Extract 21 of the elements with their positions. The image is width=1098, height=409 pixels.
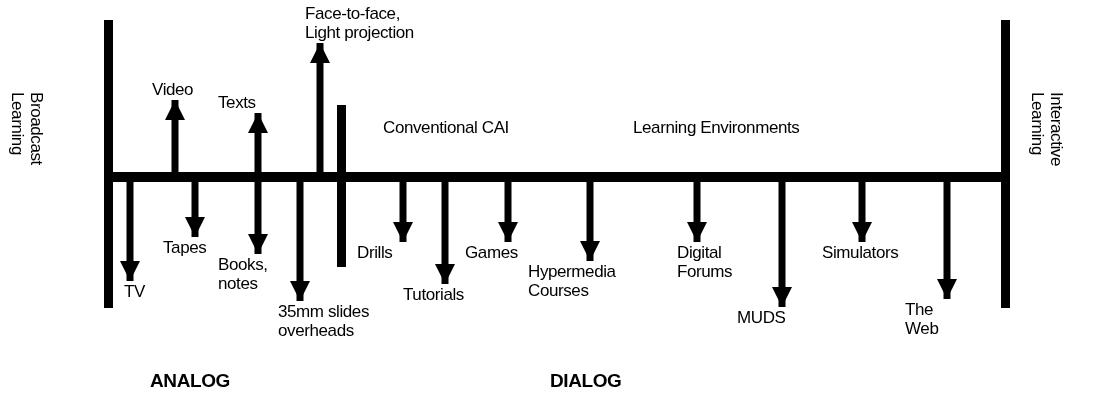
medium-label: 35mm slides overheads [278, 302, 378, 340]
pole-label: Broadcast Learning [8, 92, 46, 167]
category-label: Learning Environments [633, 118, 800, 137]
medium-label: Tutorials [403, 285, 478, 304]
medium-label: TV [124, 282, 159, 301]
medium-label: Tapes [163, 238, 213, 257]
medium-label: Drills [357, 243, 407, 262]
category-label: Conventional CAI [383, 118, 509, 137]
medium-label: The Web [905, 300, 950, 338]
medium-label: Video [152, 80, 202, 99]
medium-label: Face-to-face, Light projection [305, 4, 420, 42]
medium-label: Books, notes [218, 255, 273, 293]
medium-label: MUDS [737, 308, 797, 327]
medium-label: Texts [218, 93, 273, 112]
medium-label: Games [465, 243, 520, 262]
medium-label: Hypermedia Courses [528, 262, 628, 300]
section-heading: DIALOG [550, 371, 622, 390]
medium-label: Digital Forums [677, 243, 742, 281]
medium-label: Simulators [822, 243, 912, 262]
section-heading: ANALOG [150, 371, 230, 390]
pole-label: Interactive Learning [1028, 92, 1066, 169]
